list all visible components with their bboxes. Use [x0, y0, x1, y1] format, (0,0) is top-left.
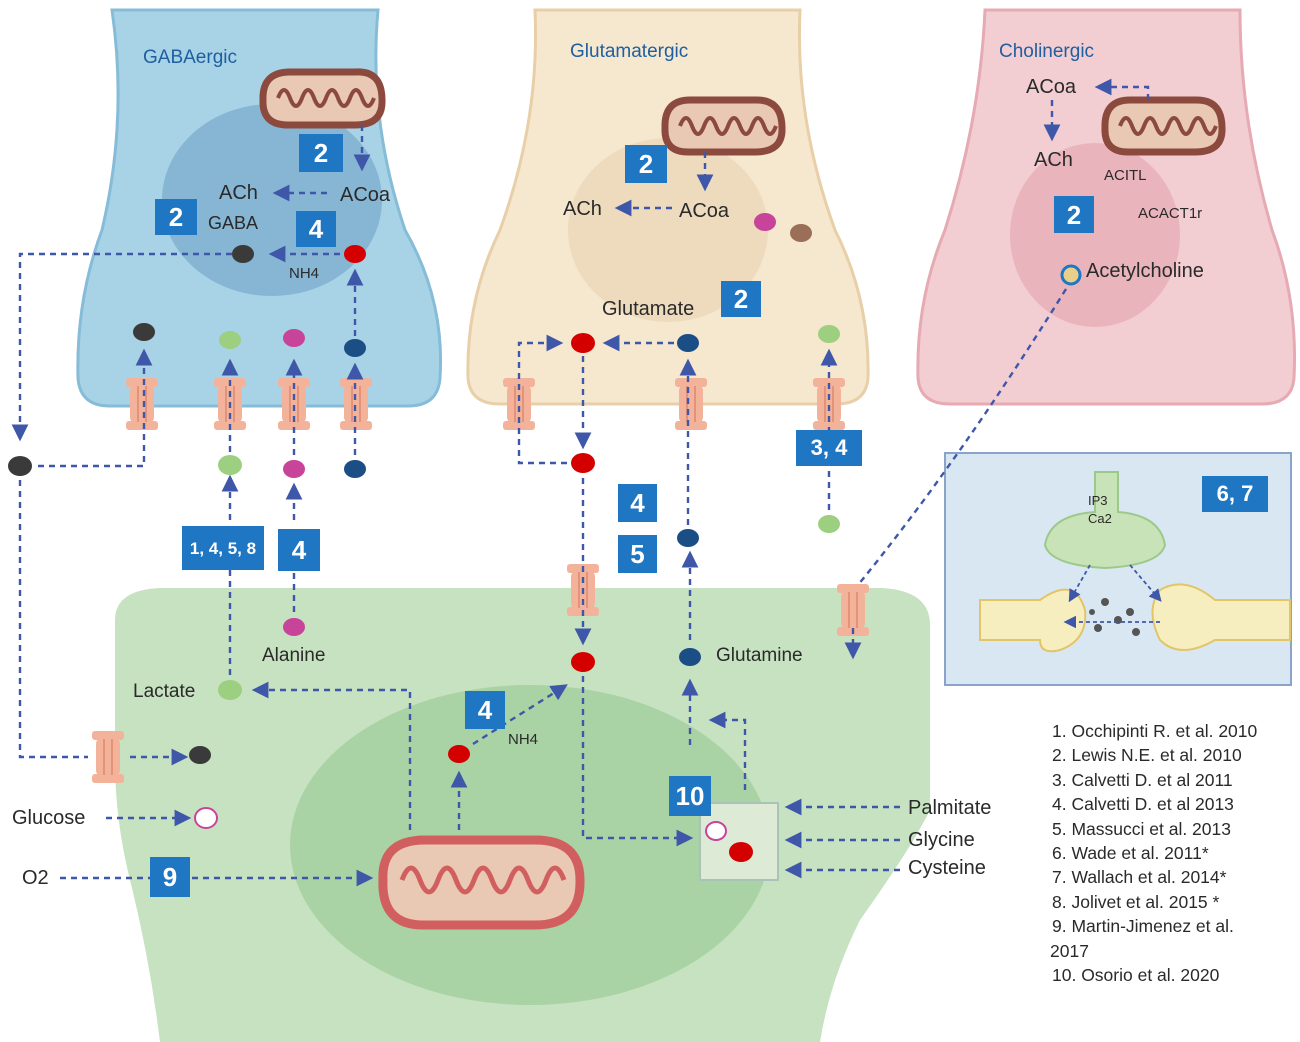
alanine-label: Alanine: [262, 645, 326, 666]
reference-item: 2017: [1050, 940, 1089, 961]
reference-item: 1. Occhipinti R. et al. 2010: [1052, 721, 1258, 741]
reference-item: 8. Jolivet et al. 2015 *: [1052, 891, 1220, 912]
reference-item: 6. Wade et al. 2011*: [1052, 843, 1209, 864]
glutamine-label: Glutamine: [716, 645, 803, 666]
ca2-label: Ca2: [1088, 511, 1112, 526]
mitochondrion-icon: [378, 835, 585, 930]
metabolite-dots: [8, 213, 1082, 881]
lactate-label: Lactate: [133, 681, 196, 702]
gaba-nh4-label: NH4: [289, 265, 320, 282]
reference-item: 3. Calvetti D. et al 2011: [1052, 769, 1233, 790]
cholinergic-title: Cholinergic: [999, 41, 1095, 62]
gabaergic-title: GABAergic: [143, 47, 237, 68]
ref-badge: 4: [296, 211, 336, 247]
cysteine-label: Cysteine: [908, 857, 986, 879]
glycine-label: Glycine: [908, 829, 975, 851]
reference-item: 7. Wallach et al. 2014*: [1052, 867, 1227, 888]
mitochondrion-icon: [259, 68, 386, 129]
reference-list: 1. Occhipinti R. et al. 2010 2. Lewis N.…: [1050, 719, 1292, 987]
acetylcholine-label: Acetylcholine: [1086, 260, 1204, 282]
reference-item: 9. Martin-Jimenez et al.: [1052, 916, 1234, 937]
palmitate-label: Palmitate: [908, 797, 992, 819]
glut-nucleus: [568, 138, 768, 322]
ref-badge: 3, 4: [796, 430, 862, 466]
gabaergic-cell: [76, 8, 443, 408]
glut-acoa-label: ACoa: [679, 200, 730, 222]
ref-badge: 5: [618, 535, 657, 573]
ip3-label: IP3: [1088, 493, 1108, 508]
ref-badge: 2: [1054, 196, 1094, 233]
mitochondrion-icon: [661, 96, 786, 156]
astro-nh4-label: NH4: [508, 731, 539, 748]
ref-badge: 9: [150, 857, 190, 897]
chol-ach-label: ACh: [1034, 149, 1073, 171]
ref-badge: 2: [721, 281, 761, 317]
synapse-icon: [979, 471, 1291, 653]
chol-nucleus: [1010, 143, 1180, 327]
reference-item: 5. Massucci et al. 2013: [1052, 818, 1231, 839]
gaba-acoa-label: ACoa: [340, 184, 391, 206]
glucose-label: Glucose: [12, 807, 86, 829]
ref-badge: 4: [618, 484, 657, 522]
mitochondrion-icon: [1101, 96, 1226, 156]
ref-badge: 6, 7: [1202, 476, 1268, 512]
gaba-ach-label: ACh: [219, 182, 258, 204]
synapse-inset: [944, 452, 1292, 686]
cholinergic-cell: [916, 8, 1297, 406]
acact1r-label: ACACT1r: [1138, 205, 1203, 222]
ref-badge: 4: [465, 691, 505, 729]
glut-ach-label: ACh: [563, 198, 602, 220]
acitl-label: ACITL: [1104, 167, 1147, 184]
ref-badge: 2: [155, 199, 197, 235]
glutamatergic-title: Glutamatergic: [570, 41, 689, 62]
reference-item: 10. Osorio et al. 2020: [1052, 965, 1220, 986]
o2-label: O2: [22, 867, 49, 889]
reference-item: 2. Lewis N.E. et al. 2010: [1052, 745, 1242, 766]
ref-badge: 1, 4, 5, 8: [182, 526, 264, 570]
astrocyte-cell: [115, 588, 930, 1042]
gaba-label: GABA: [208, 213, 259, 233]
reference-item: 4. Calvetti D. et al 2013: [1052, 794, 1234, 815]
import-box: [699, 802, 779, 881]
ref-badge: 2: [625, 145, 667, 183]
ref-badge: 4: [278, 529, 320, 571]
ref-badge: 2: [299, 134, 343, 172]
chol-acoa-label: ACoa: [1026, 76, 1077, 98]
ref-badge: 10: [669, 776, 711, 816]
glutamate-label: Glutamate: [602, 298, 695, 320]
flux-arrows: [11, 78, 1150, 887]
